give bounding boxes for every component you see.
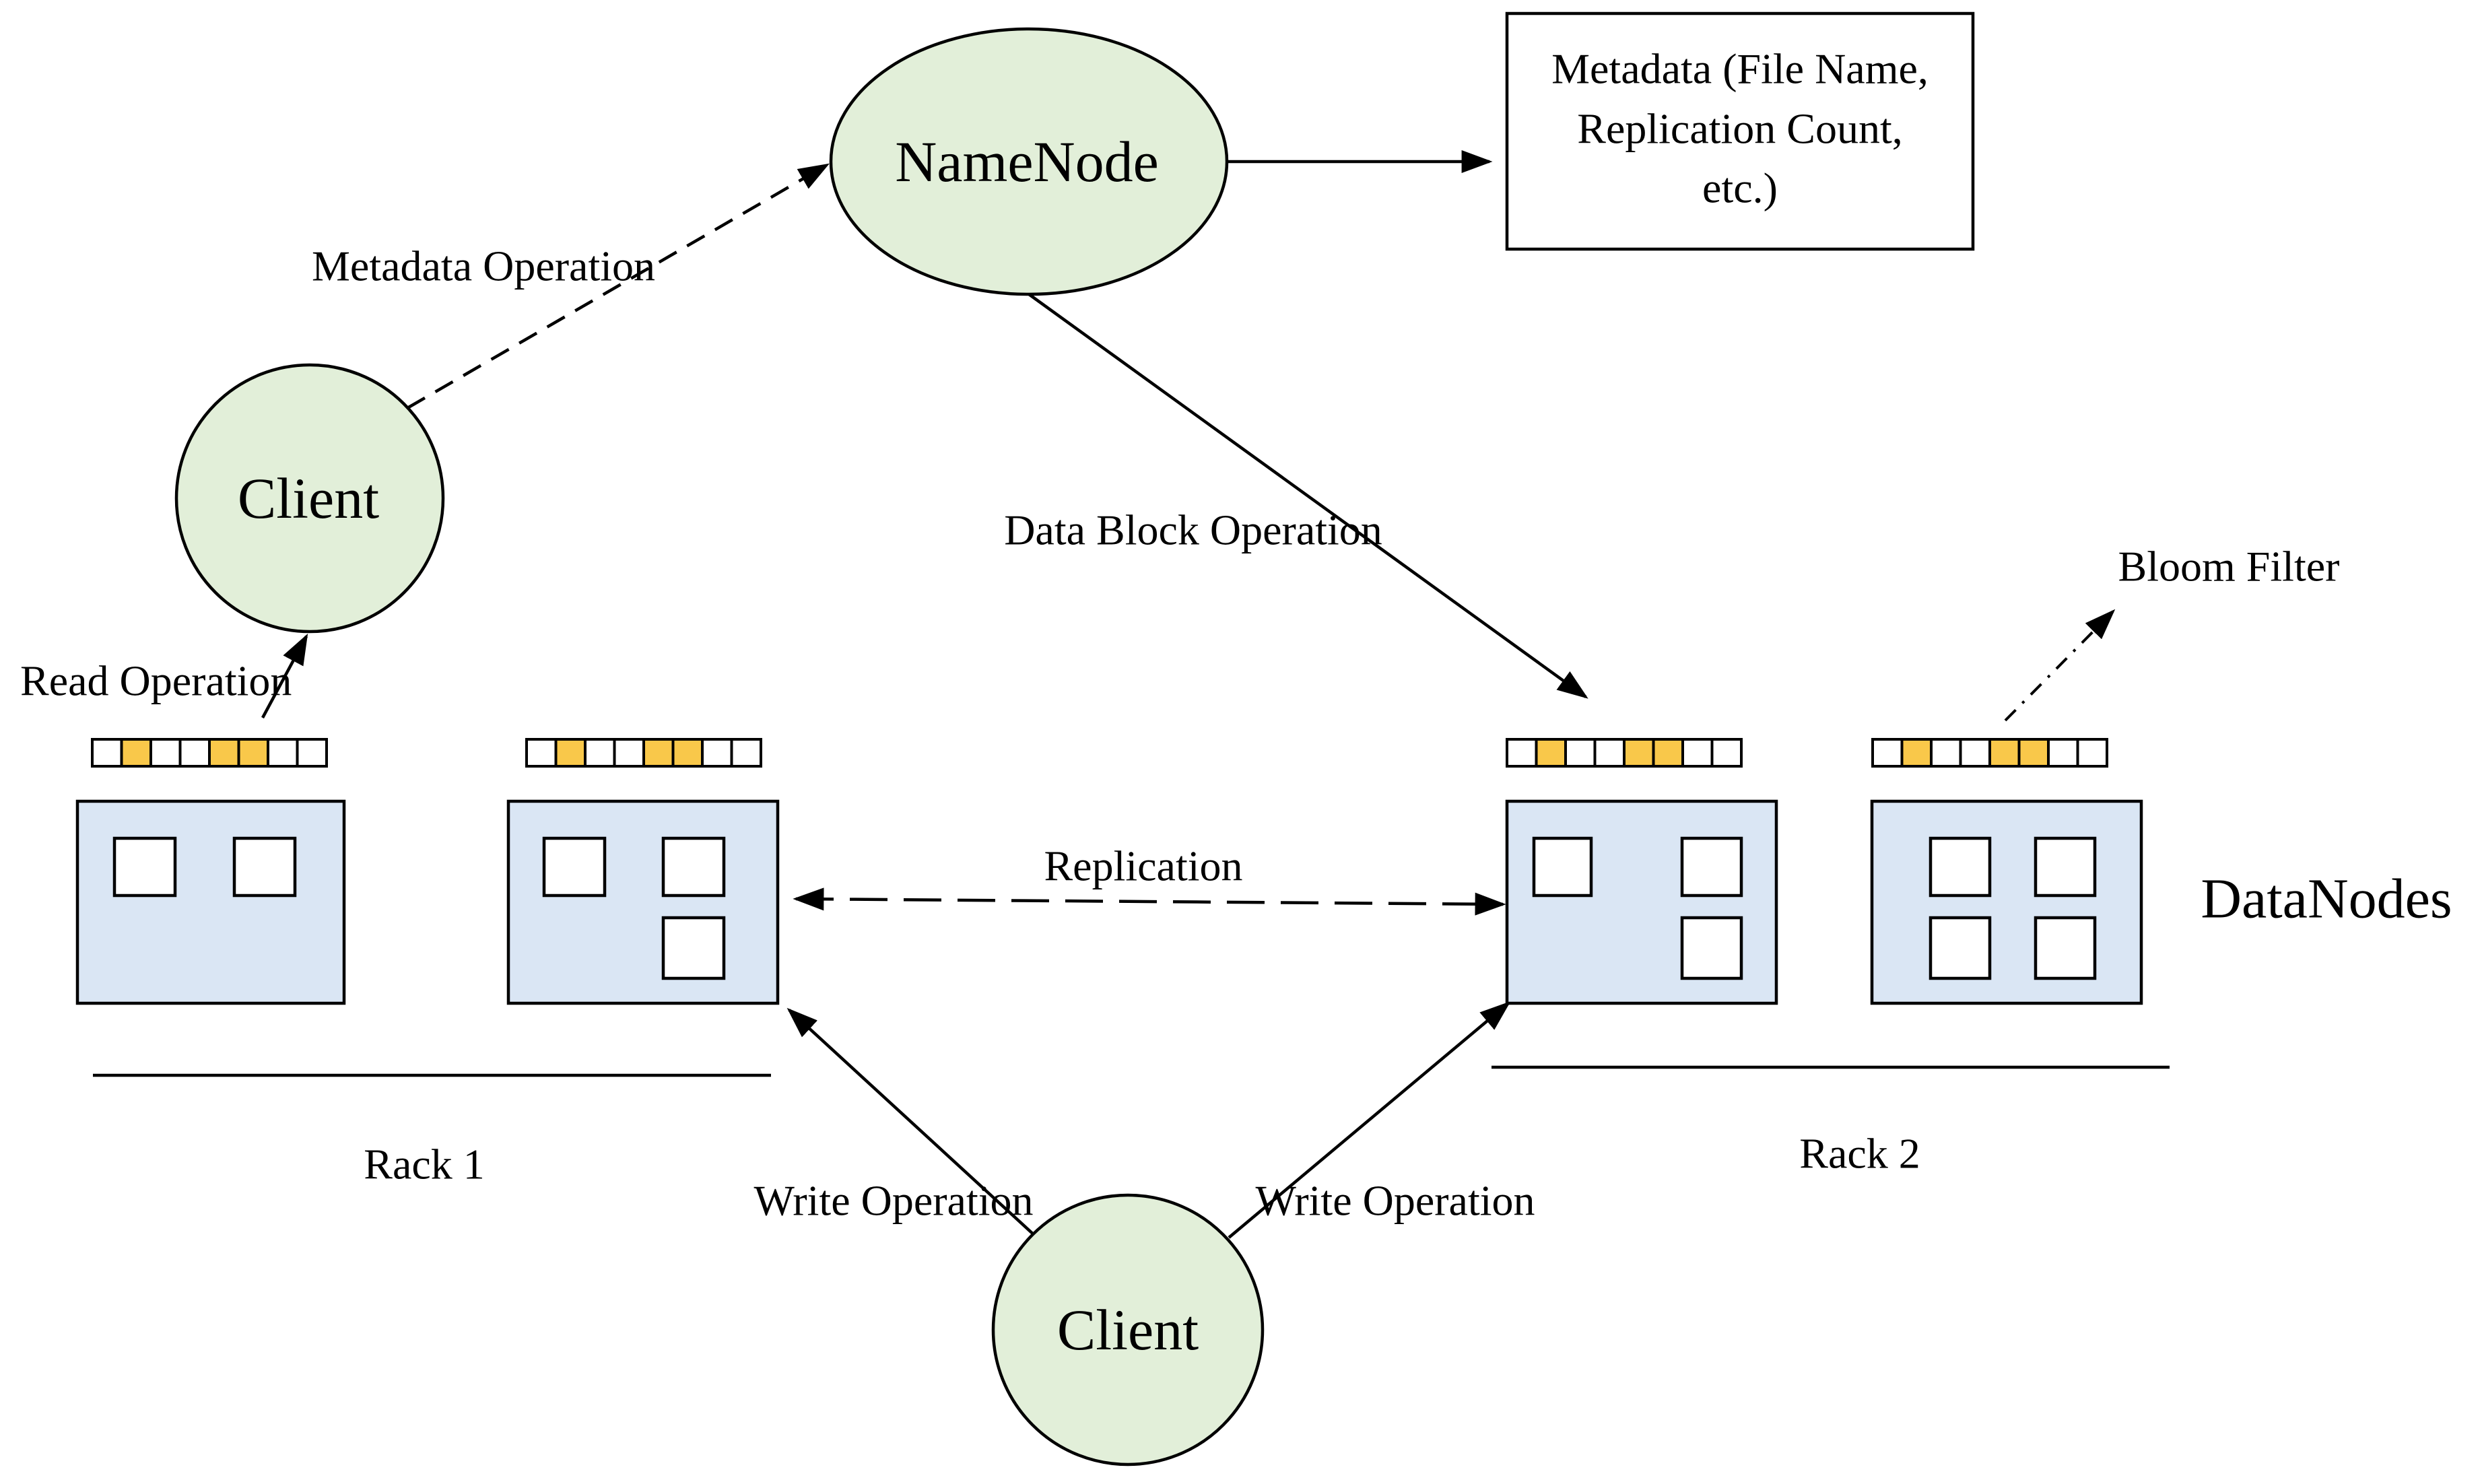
bloom-filter-array bbox=[1506, 738, 1743, 768]
bloom-bit bbox=[525, 738, 558, 768]
write-operation-left-label: Write Operation bbox=[753, 1177, 1033, 1225]
bloom-bit-set bbox=[208, 738, 240, 768]
data-block bbox=[1680, 836, 1743, 898]
client-top-label: Client bbox=[238, 466, 379, 531]
bloom-filter-arrays bbox=[91, 738, 2108, 768]
write-operation-right-arrow bbox=[1228, 1001, 1511, 1239]
datanode-4-body bbox=[1870, 799, 2143, 1005]
metadata-box: Metadata (File Name, Replication Count, … bbox=[1505, 11, 1975, 251]
client-bottom: Client bbox=[991, 1193, 1265, 1466]
namenode: NameNode bbox=[829, 27, 1229, 296]
datanode-1-body bbox=[75, 799, 346, 1005]
datanode-1 bbox=[75, 799, 346, 1005]
bloom-bit-set bbox=[1988, 738, 2021, 768]
bloom-bit bbox=[149, 738, 182, 768]
bloom-bit bbox=[1930, 738, 1962, 768]
bloom-bit-set bbox=[1652, 738, 1684, 768]
bloom-bit bbox=[1593, 738, 1626, 768]
metadata-box-line1: Metadata (File Name, bbox=[1551, 45, 1929, 93]
client-top: Client bbox=[174, 363, 445, 634]
bloom-bit-set bbox=[642, 738, 675, 768]
bloom-filter-arrow bbox=[2004, 609, 2116, 722]
client-bottom-label: Client bbox=[1057, 1297, 1199, 1362]
replication-label: Replication bbox=[1044, 842, 1242, 890]
write-operation-right-label: Write Operation bbox=[1255, 1177, 1535, 1225]
bloom-bit bbox=[584, 738, 616, 768]
bloom-bit bbox=[1871, 738, 1904, 768]
bloom-bit-set bbox=[554, 738, 587, 768]
bloom-bit-set bbox=[237, 738, 269, 768]
data-block bbox=[1929, 916, 1992, 980]
bloom-bit bbox=[1681, 738, 1714, 768]
replication-arrow bbox=[793, 887, 1506, 916]
bloom-bit-set bbox=[1623, 738, 1655, 768]
metadata-box-line3: etc.) bbox=[1702, 164, 1778, 212]
rack2-label: Rack 2 bbox=[1799, 1130, 1920, 1178]
data-block bbox=[1680, 916, 1743, 980]
client-top-circle bbox=[174, 363, 445, 634]
data-block bbox=[1929, 836, 1992, 898]
bloom-filter-label: Bloom Filter bbox=[2118, 543, 2340, 591]
datanode-2-body bbox=[506, 799, 780, 1005]
bloom-bit-set bbox=[2017, 738, 2050, 768]
bloom-bit-set bbox=[1535, 738, 1567, 768]
bloom-bit bbox=[1959, 738, 1991, 768]
data-block bbox=[661, 836, 726, 898]
data-block bbox=[112, 836, 177, 898]
data-block-operation-label: Data Block Operation bbox=[1004, 506, 1382, 554]
bloom-bit bbox=[267, 738, 299, 768]
bloom-bit bbox=[701, 738, 733, 768]
bloom-bit bbox=[2047, 738, 2079, 768]
data-block bbox=[2034, 916, 2097, 980]
datanode-3 bbox=[1505, 799, 1778, 1005]
read-operation-label: Read Operation bbox=[20, 657, 292, 705]
bloom-bit-set bbox=[120, 738, 152, 768]
bloom-bit bbox=[91, 738, 123, 768]
data-block-operation-arrow bbox=[1028, 293, 1588, 699]
datanode-4 bbox=[1870, 799, 2143, 1005]
read-operation-arrow bbox=[261, 633, 308, 719]
datanode-2 bbox=[506, 799, 780, 1005]
bloom-filter-array bbox=[1871, 738, 2108, 768]
bloom-bit bbox=[1506, 738, 1538, 768]
bloom-bit-set bbox=[671, 738, 704, 768]
namenode-ellipse bbox=[829, 27, 1229, 296]
metadata-box-line2: Replication Count, bbox=[1577, 105, 1903, 153]
metadata-operation-arrow bbox=[406, 163, 830, 409]
bloom-filter-array bbox=[525, 738, 762, 768]
bloom-bit bbox=[2076, 738, 2108, 768]
data-block bbox=[232, 836, 297, 898]
namenode-label: NameNode bbox=[895, 129, 1159, 194]
bloom-bit-set bbox=[1900, 738, 1933, 768]
data-block bbox=[661, 916, 726, 980]
bloom-bit bbox=[1564, 738, 1597, 768]
data-block bbox=[542, 836, 607, 898]
write-operation-left-arrow bbox=[786, 1007, 1038, 1239]
metadata-box-rect bbox=[1505, 11, 1975, 251]
bloom-filter-array bbox=[91, 738, 328, 768]
metadata-operation-label: Metadata Operation bbox=[312, 242, 655, 290]
client-bottom-circle bbox=[991, 1193, 1265, 1466]
data-block bbox=[1532, 836, 1593, 898]
bloom-bit bbox=[730, 738, 762, 768]
bloom-bit bbox=[613, 738, 645, 768]
data-block bbox=[2034, 836, 2097, 898]
bloom-bit bbox=[178, 738, 211, 768]
bloom-bit bbox=[1710, 738, 1743, 768]
datanodes-label: DataNodes bbox=[2201, 868, 2452, 931]
rack1-label: Rack 1 bbox=[364, 1141, 485, 1188]
bloom-bit bbox=[296, 738, 328, 768]
